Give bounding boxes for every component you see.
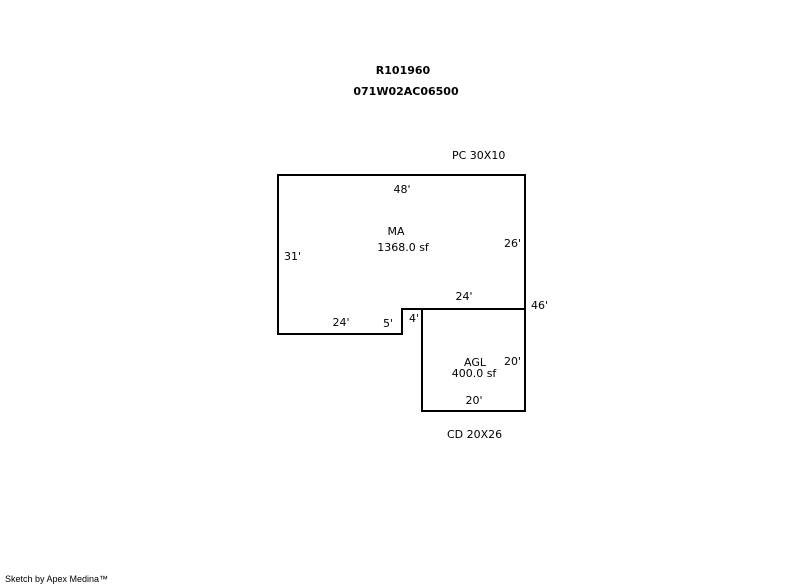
account-number: R101960 bbox=[376, 64, 431, 77]
dim-ma-inner-top: 24' bbox=[455, 290, 472, 303]
cd-label: CD 20X26 bbox=[447, 428, 502, 441]
ma-code: MA bbox=[387, 225, 404, 238]
agl-code: AGL bbox=[464, 356, 487, 369]
dim-agl-right: 20' bbox=[504, 355, 521, 368]
agl-area: 400.0 sf bbox=[452, 367, 498, 380]
ma-outline bbox=[277, 174, 526, 335]
pc-label: PC 30X10 bbox=[452, 149, 505, 162]
agl-outline bbox=[421, 308, 526, 412]
ma-area: 1368.0 sf bbox=[377, 241, 430, 254]
footer-credit: Sketch by Apex Medina™ bbox=[5, 574, 109, 584]
dim-ma-left: 31' bbox=[284, 250, 301, 263]
dim-ma-right: 26' bbox=[504, 237, 521, 250]
dim-ma-top: 48' bbox=[393, 183, 410, 196]
dim-total-right: 46' bbox=[531, 299, 548, 312]
map-number: 071W02AC06500 bbox=[353, 85, 459, 98]
dim-ma-bottom: 24' bbox=[332, 316, 349, 329]
dim-step-side: 4' bbox=[409, 312, 419, 325]
dim-agl-bottom: 20' bbox=[465, 394, 482, 407]
dim-ma-step: 5' bbox=[383, 317, 393, 330]
